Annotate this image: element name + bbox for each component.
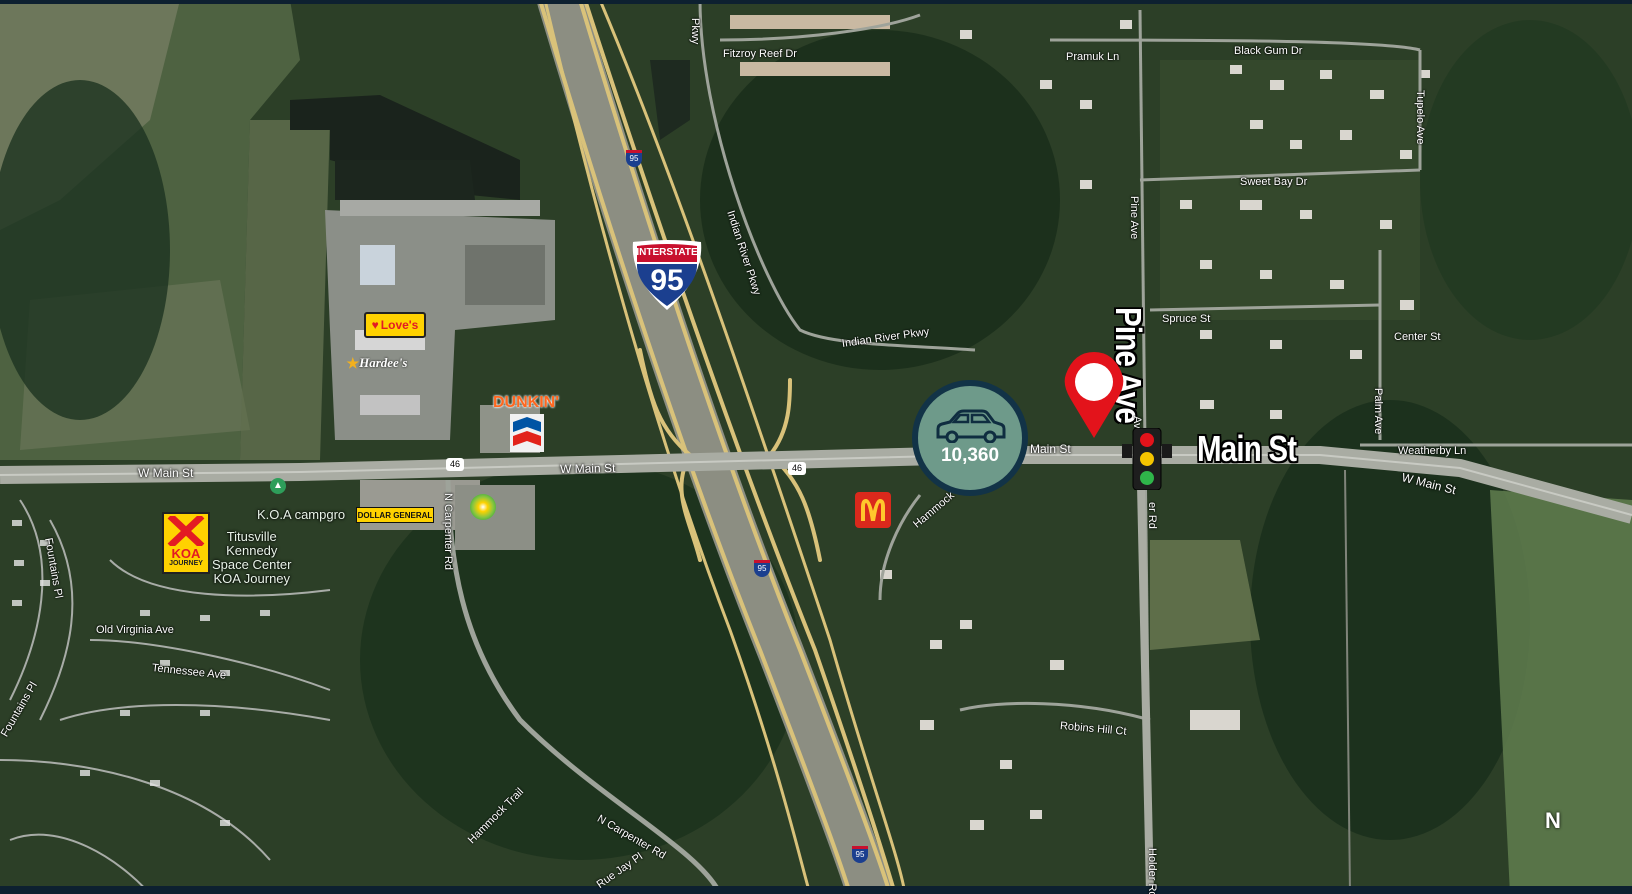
street-label-sweet-bay-dr: Sweet Bay Dr (1240, 176, 1308, 188)
street-label-pine-ave-small: Pine Ave (1128, 196, 1140, 240)
route-46-shield-icon: 46 (446, 458, 464, 471)
koa-journey-label: Titusville Kennedy Space Center KOA Jour… (212, 529, 292, 586)
traffic-count-value: 10,360 (940, 445, 1000, 466)
shield-label: 46 (449, 459, 460, 469)
chevron-logo-icon (510, 414, 544, 452)
hardees-star-icon: ★ (346, 354, 360, 371)
interstate-95-shield-icon: INTERSTATE 95 (630, 238, 704, 312)
dollar-general-label: DOLLAR GENERAL (357, 510, 433, 520)
street-label-main-st: Main St (1197, 428, 1297, 469)
interstate-header: INTERSTATE (636, 247, 698, 258)
street-label-fitzroy-reef-dr: Fitzroy Reef Dr (723, 48, 797, 60)
street-label-n-carpenter-rd: N Carpenter Rd (442, 493, 454, 571)
dunkin-label: DUNKIN' (492, 394, 560, 411)
street-label-holder-rd: Holder Rd (1146, 848, 1158, 894)
i95-shield-small-icon: 95 (626, 150, 642, 167)
mcdonalds-logo-icon (855, 492, 891, 528)
street-label-black-gum-dr: Black Gum Dr (1234, 45, 1303, 57)
street-label-w-main-st: W Main St (138, 466, 194, 480)
shield-label: 95 (629, 154, 639, 163)
koa-campground-label: K.O.A campgro (257, 507, 346, 522)
street-label-pkwy: Pkwy (689, 18, 701, 45)
shield-label: 95 (757, 564, 767, 573)
street-label-holder-rd: er Rd (1146, 502, 1158, 529)
car-icon (936, 409, 1006, 443)
street-label-center-st: Center St (1394, 331, 1441, 343)
shield-label: 95 (855, 850, 865, 859)
street-label-spruce-st: Spruce St (1162, 313, 1211, 325)
hardees-label: Hardee's (359, 355, 408, 370)
koa-logo: KOA JOURNEY (162, 512, 210, 574)
loves-logo: ♥Love's (364, 312, 426, 338)
koa-logo-sub: JOURNEY (169, 560, 203, 567)
koa-logo-label: KOA (171, 546, 201, 561)
street-label-weatherby-ln: Weatherby Ln (1398, 445, 1467, 457)
street-label-w-main-st: W Main St (559, 461, 616, 476)
loves-heart-icon: ♥ (371, 318, 379, 332)
i95-shield-small-icon: 95 (754, 560, 770, 577)
street-label-old-virginia-ave: Old Virginia Ave (96, 624, 174, 636)
traffic-light-icon (1122, 427, 1172, 491)
dollar-general-logo: DOLLAR GENERAL (356, 507, 434, 523)
traffic-count-badge: 10,360 (912, 380, 1028, 496)
north-indicator: N (1545, 808, 1561, 833)
interstate-number: 95 (650, 264, 684, 297)
bp-logo-icon (470, 494, 496, 520)
campground-tent-icon: ▲ (270, 478, 286, 494)
shield-label: 46 (791, 463, 802, 473)
street-label-palm-ave: Palm Ave (1372, 388, 1384, 435)
street-label-tupelo-ave: Tupelo Ave (1414, 90, 1426, 145)
loves-label: Love's (380, 318, 419, 332)
hardees-logo: ★Hardee's (340, 352, 414, 374)
street-label-main-st-small: Main St (1030, 442, 1071, 456)
street-label-pramuk-ln: Pramuk Ln (1066, 51, 1120, 63)
i95-shield-small-icon: 95 (852, 846, 868, 863)
dunkin-logo: DUNKIN' (488, 394, 564, 412)
route-46-shield-icon: 46 (788, 462, 806, 475)
location-pin-icon[interactable] (1062, 350, 1126, 440)
